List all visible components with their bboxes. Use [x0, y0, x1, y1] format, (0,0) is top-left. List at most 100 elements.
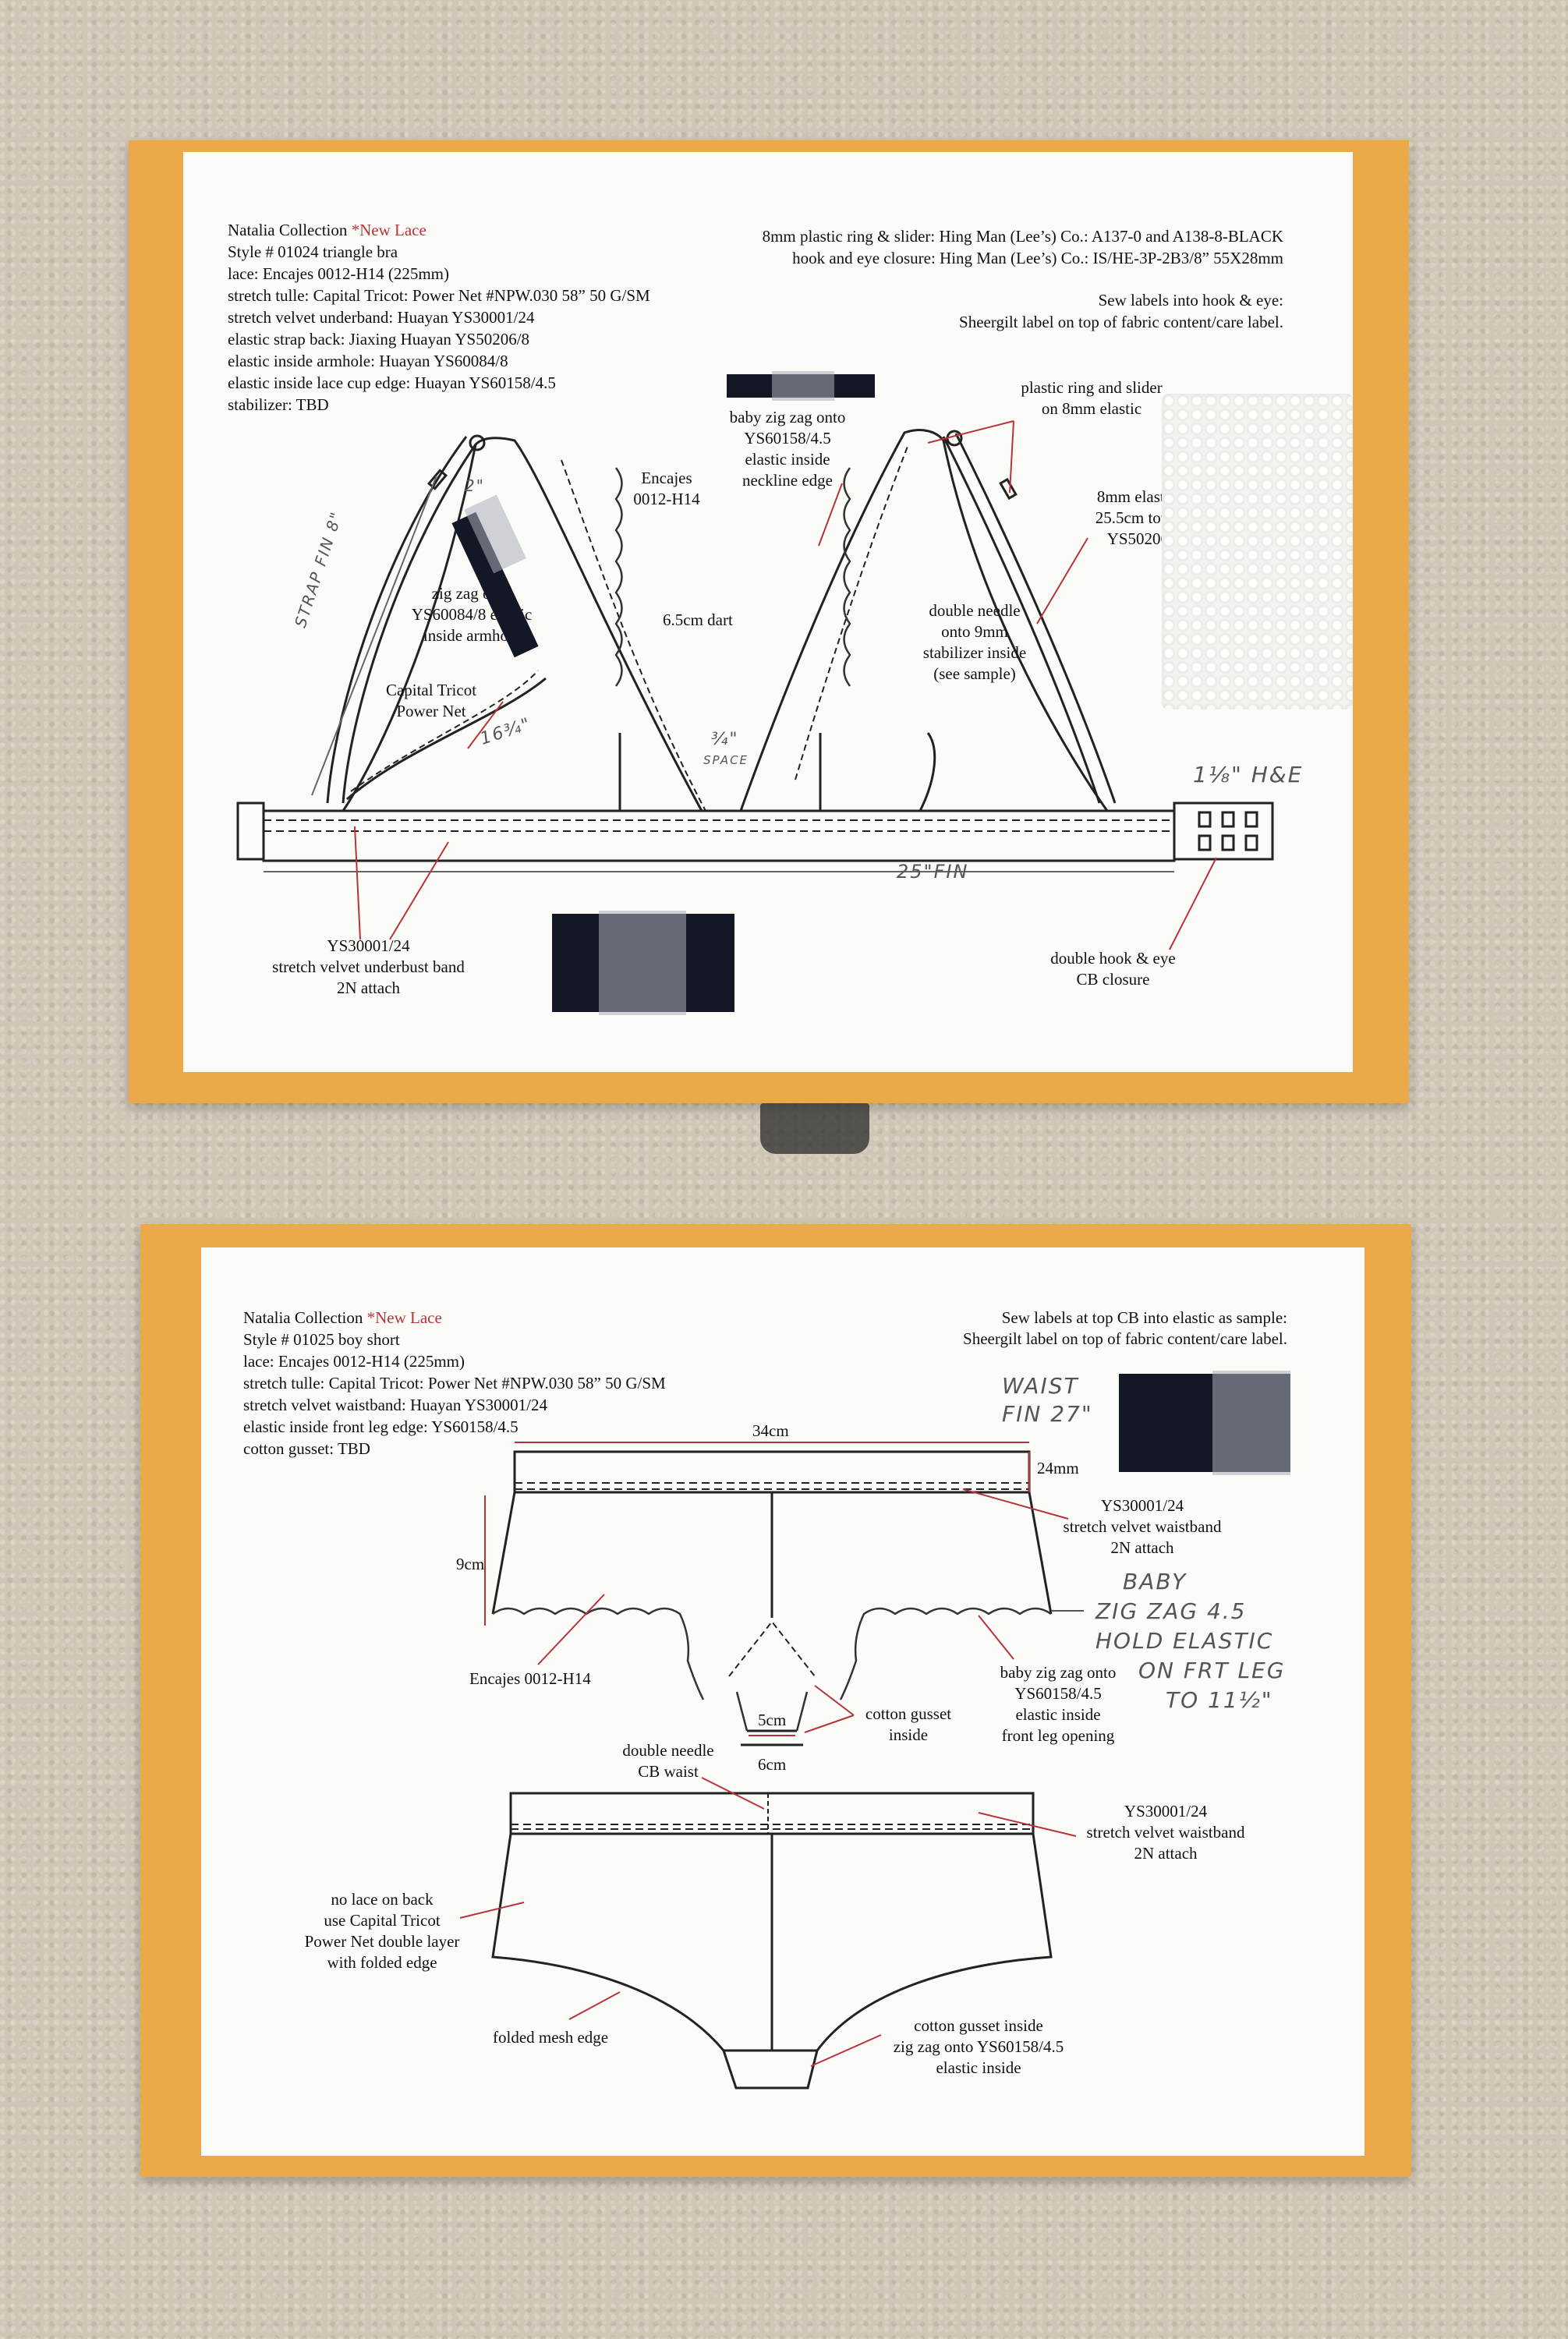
short-dim-9cm: 9cm: [456, 1555, 485, 1573]
callout-line: plastic ring and slider: [1021, 378, 1163, 397]
bra-stabilizer-spec: stabilizer: TBD: [228, 395, 329, 414]
callout-line: YS60158/4.5: [1014, 1684, 1102, 1703]
bra-hook-eye-trim: hook and eye closure: Hing Man (Lee’s) C…: [792, 249, 1283, 267]
short-leg-edge-spec: elastic inside front leg edge: YS60158/4…: [243, 1417, 519, 1436]
bra-collection-name: Natalia Collection: [228, 221, 348, 239]
hand-line: BABY: [1123, 1569, 1188, 1594]
hand-line: FIN 27": [1002, 1401, 1093, 1427]
callout-line: baby zig zag onto: [1000, 1663, 1117, 1682]
bra-cup-edge-spec: elastic inside lace cup edge: Huayan YS6…: [228, 373, 556, 392]
callout-line: YS30001/24: [1100, 1496, 1184, 1515]
bra-callout-dart: 6.5cm dart: [663, 610, 733, 629]
bra-lace-swatch: [1162, 394, 1353, 709]
short-collection-title: Natalia Collection *New Lace: [243, 1308, 442, 1329]
callout-line: inside: [888, 1725, 929, 1744]
bra-callout-ring-slider: plastic ring and slider on 8mm elastic: [998, 377, 1185, 419]
bra-labels-note-1: Sew labels into hook & eye:: [1098, 291, 1283, 310]
short-labels-note-1: Sew labels at top CB into elastic as sam…: [1001, 1308, 1287, 1327]
callout-line: Power Net double layer: [304, 1932, 460, 1951]
callout-line: stretch velvet waistband: [1086, 1823, 1245, 1842]
callout-line: with folded edge: [327, 1953, 437, 1972]
callout-line: front leg opening: [1001, 1726, 1115, 1745]
bra-collection-title: Natalia Collection *New Lace: [228, 220, 427, 241]
bra-tape-velvet: [599, 911, 686, 1015]
short-callout-cb-waist: double needle CB waist: [610, 1740, 727, 1782]
bra-technical-drawing: [236, 420, 1274, 950]
callout-line: stretch velvet underbust band: [272, 957, 465, 976]
bra-hand-space-word: SPACE: [703, 753, 749, 767]
callout-line: cotton gusset: [865, 1704, 952, 1723]
short-callout-baby-zig: baby zig zag onto YS60158/4.5 elastic in…: [984, 1662, 1132, 1746]
bra-callout-baby-zig: baby zig zag onto YS60158/4.5 elastic in…: [717, 407, 858, 491]
short-tape-velvet: [1212, 1371, 1290, 1475]
callout-line: Capital Tricot: [385, 681, 477, 699]
callout-line: YS30001/24: [327, 936, 410, 955]
callout-line: CB waist: [638, 1762, 699, 1781]
callout-line: 2N attach: [1134, 1844, 1198, 1863]
bra-callout-encajes: Encajes 0012-H14: [620, 468, 713, 510]
callout-line: zig zag onto YS60158/4.5: [893, 2037, 1064, 2056]
callout-line: stabilizer inside: [922, 643, 1027, 662]
callout-line: double needle: [929, 601, 1021, 620]
bra-hand-hook-eye: 1⅛" H&E: [1193, 762, 1304, 787]
callout-line: double needle: [622, 1741, 714, 1760]
short-callout-encajes: Encajes 0012-H14: [469, 1669, 591, 1688]
callout-line: elastic inside: [745, 450, 830, 469]
bra-lace-spec: lace: Encajes 0012-H14 (225mm): [228, 264, 449, 283]
bra-underband-spec: stretch velvet underband: Huayan YS30001…: [228, 308, 535, 327]
callout-line: double hook & eye: [1050, 949, 1176, 968]
short-callout-no-lace: no lace on back use Capital Tricot Power…: [288, 1889, 476, 1973]
bra-hand-space: ¾": [711, 730, 739, 749]
bra-labels-note-2: Sheergilt label on top of fabric content…: [959, 313, 1283, 331]
callout-line: YS60158/4.5: [744, 429, 831, 448]
bra-callout-hook-eye: double hook & eye CB closure: [1037, 948, 1189, 990]
short-labels-note-2: Sheergilt label on top of fabric content…: [963, 1329, 1287, 1348]
short-hand-waist: WAIST FIN 27": [1002, 1372, 1093, 1428]
callout-line: stretch velvet waistband: [1063, 1517, 1222, 1536]
short-dim-5cm: 5cm: [758, 1711, 787, 1729]
callout-line: CB closure: [1076, 970, 1150, 989]
bra-armhole-spec: elastic inside armhole: Huayan YS60084/8: [228, 352, 508, 370]
short-callout-back-waistband: YS30001/24 stretch velvet waistband 2N a…: [1076, 1801, 1255, 1864]
bra-hand-two-inch: 2": [465, 476, 485, 495]
bra-tape-neck: [772, 371, 834, 401]
callout-line: 2N attach: [336, 978, 401, 997]
callout-line: elastic inside: [1015, 1705, 1101, 1724]
short-dim-6cm: 6cm: [758, 1755, 787, 1774]
short-new-lace-tag: *New Lace: [366, 1308, 442, 1327]
callout-line: 2N attach: [1110, 1538, 1174, 1557]
bra-tulle-spec: stretch tulle: Capital Tricot: Power Net…: [228, 286, 650, 305]
short-lace-spec: lace: Encajes 0012-H14 (225mm): [243, 1352, 465, 1371]
short-tulle-spec: stretch tulle: Capital Tricot: Power Net…: [243, 1374, 666, 1392]
callout-line: 0012-H14: [633, 490, 700, 508]
bra-style-number: Style # 01024 triangle bra: [228, 242, 398, 261]
short-style-number: Style # 01025 boy short: [243, 1330, 400, 1349]
callout-line: no lace on back: [331, 1890, 434, 1909]
bra-callout-double-needle: double needle onto 9mm stabilizer inside…: [904, 600, 1045, 685]
hand-line: ZIG ZAG 4.5: [1095, 1598, 1247, 1624]
callout-line: elastic inside: [936, 2058, 1021, 2077]
callout-line: YS30001/24: [1124, 1802, 1208, 1821]
short-dim-24mm: 24mm: [1037, 1459, 1079, 1477]
short-callout-folded: folded mesh edge: [493, 2028, 609, 2047]
short-hand-baby-zig: BABY ZIG ZAG 4.5 HOLD ELASTIC ON FRT LEG…: [1095, 1567, 1285, 1715]
bra-ring-slider-trim: 8mm plastic ring & slider: Hing Man (Lee…: [762, 227, 1283, 246]
bra-hand-band-fin: 25"FIN: [897, 861, 969, 883]
short-callout-gusset: cotton gusset inside: [850, 1704, 967, 1746]
short-callout-waistband: YS30001/24 stretch velvet waistband 2N a…: [1053, 1495, 1232, 1559]
callout-line: neckline edge: [742, 471, 834, 490]
callout-line: Power Net: [396, 702, 466, 720]
callout-line: Encajes: [641, 469, 692, 487]
callout-line: use Capital Tricot: [324, 1911, 441, 1930]
short-gusset-spec: cotton gusset: TBD: [243, 1439, 370, 1458]
short-callout-gusset-back: cotton gusset inside zig zag onto YS6015…: [873, 2015, 1084, 2079]
bra-board-fold-tab: [760, 1103, 869, 1154]
bra-callout-tricot: Capital Tricot Power Net: [373, 680, 490, 722]
hand-line: TO 11½": [1166, 1687, 1273, 1713]
short-collection-name: Natalia Collection: [243, 1308, 363, 1327]
hand-line: ON FRT LEG: [1138, 1658, 1286, 1683]
callout-line: baby zig zag onto: [729, 408, 846, 426]
bra-spec-sheet: [183, 152, 1353, 1072]
short-dim-34cm: 34cm: [752, 1421, 789, 1440]
